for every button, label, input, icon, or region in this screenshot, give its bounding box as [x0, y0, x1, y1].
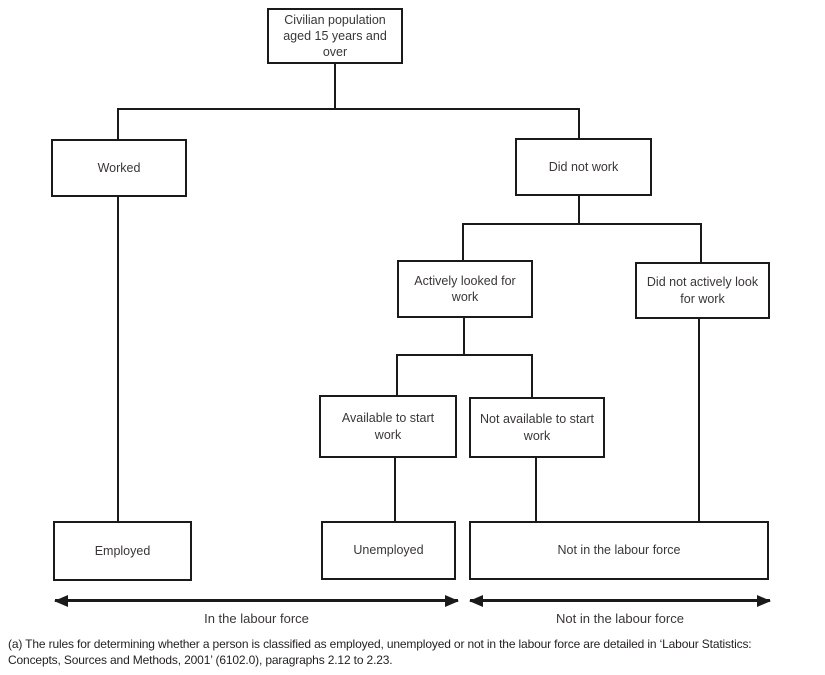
span-label-in-labour-force: In the labour force [204, 611, 309, 626]
node-unemployed: Unemployed [321, 521, 456, 580]
node-actively-looked-for-work: Actively looked for work [397, 260, 533, 318]
node-available-to-start-work: Available to start work [319, 395, 457, 458]
node-worked: Worked [51, 139, 187, 197]
connector-line [462, 223, 702, 225]
connector-line [396, 354, 398, 395]
connector-line [117, 108, 580, 110]
connector-line [394, 458, 396, 521]
connector-line [578, 196, 580, 225]
connector-line [462, 223, 464, 260]
connector-line [463, 318, 465, 356]
node-civilian-population: Civilian population aged 15 years and ov… [267, 8, 403, 64]
footnote: (a) The rules for determining whether a … [8, 637, 752, 667]
connector-line [117, 197, 119, 521]
connector-line [535, 458, 537, 521]
node-not-available-to-start-work: Not available to start work [469, 397, 605, 458]
connector-line [117, 108, 119, 139]
connector-line [578, 108, 580, 138]
node-did-not-work: Did not work [515, 138, 652, 196]
span-label-not-in-labour-force: Not in the labour force [556, 611, 684, 626]
connector-line [531, 354, 533, 397]
connector-line [700, 223, 702, 262]
connector-line [396, 354, 533, 356]
connector-line [334, 64, 336, 110]
node-did-not-actively-look-for-work: Did not actively look for work [635, 262, 770, 319]
double-arrow-not-in-labour-force [470, 599, 770, 602]
node-employed: Employed [53, 521, 192, 581]
double-arrow-in-labour-force [55, 599, 458, 602]
node-not-in-the-labour-force: Not in the labour force [469, 521, 769, 580]
connector-line [698, 319, 700, 521]
